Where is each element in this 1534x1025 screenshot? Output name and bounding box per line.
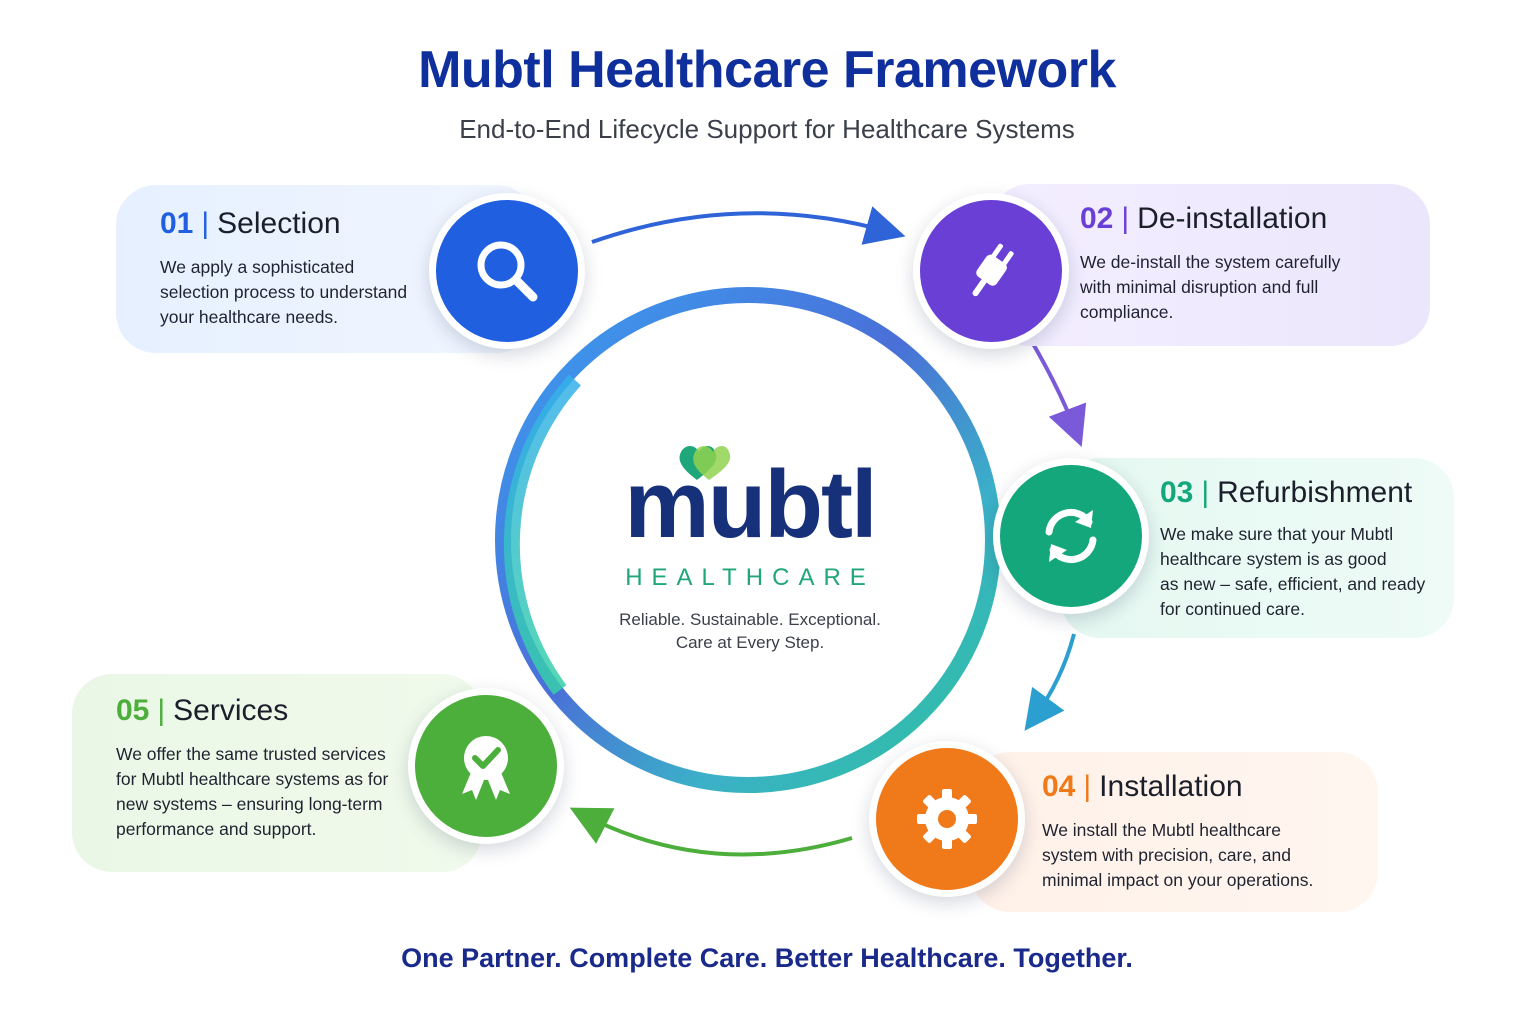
step-number: 02 xyxy=(1080,202,1114,235)
footer-slogan: One Partner. Complete Care. Better Healt… xyxy=(401,943,1133,973)
tagline-line-2: Care at Every Step. xyxy=(675,633,825,652)
step-title: Selection xyxy=(217,207,341,240)
step-title: Refurbishment xyxy=(1217,476,1413,509)
step-description: We apply a sophisticated selection proce… xyxy=(160,257,408,327)
step-card-installation: 04|Installation We install the Mubtl hea… xyxy=(970,752,1378,912)
plug-icon xyxy=(972,243,1014,297)
logo-subtext: HEALTHCARE xyxy=(625,564,875,591)
step-icon-installation xyxy=(869,741,1025,897)
heart-logo-icon xyxy=(679,446,731,480)
step-heading: 01|Selection xyxy=(160,207,341,240)
gear-icon xyxy=(917,789,977,849)
step-icon-services xyxy=(408,688,564,844)
step-icon-refurbishment xyxy=(993,458,1149,614)
arrow-1-to-2 xyxy=(591,206,906,245)
step-number: 04 xyxy=(1042,770,1076,803)
step-number: 03 xyxy=(1160,476,1194,509)
step-heading: 02|De-installation xyxy=(1080,202,1328,235)
step-title: Services xyxy=(173,694,289,727)
refresh-icon xyxy=(1045,509,1097,563)
step-title: De-installation xyxy=(1137,202,1328,235)
arrow-4-to-5 xyxy=(569,807,853,857)
step-heading: 04|Installation xyxy=(1042,770,1243,803)
step-icon-de-installation xyxy=(913,193,1069,349)
arrow-3-to-4 xyxy=(1024,633,1076,731)
arrow-2-to-3 xyxy=(1030,340,1087,447)
step-number: 01 xyxy=(160,207,194,240)
tagline-line-1: Reliable. Sustainable. Exceptional. xyxy=(619,610,881,629)
step-heading: 03|Refurbishment xyxy=(1160,476,1413,509)
search-icon xyxy=(477,241,538,302)
step-description: We install the Mubtl healthcare system w… xyxy=(1042,820,1314,890)
page-subtitle: End-to-End Lifecycle Support for Healthc… xyxy=(459,114,1075,144)
step-title: Installation xyxy=(1099,770,1243,803)
logo-wordmark: mubtl xyxy=(624,451,877,558)
step-card-services: 05|Services We offer the same trusted se… xyxy=(72,674,482,872)
step-description: We make sure that your Mubtl healthcare … xyxy=(1160,524,1426,619)
step-icon-selection xyxy=(429,193,585,349)
step-number: 05 xyxy=(116,694,150,727)
step-description: We offer the same trusted services for M… xyxy=(116,744,389,839)
award-ribbon-icon xyxy=(462,736,510,800)
step-description: We de-install the system carefully with … xyxy=(1080,252,1341,322)
step-heading: 05|Services xyxy=(116,694,289,727)
page-title: Mubtl Healthcare Framework xyxy=(418,41,1116,99)
